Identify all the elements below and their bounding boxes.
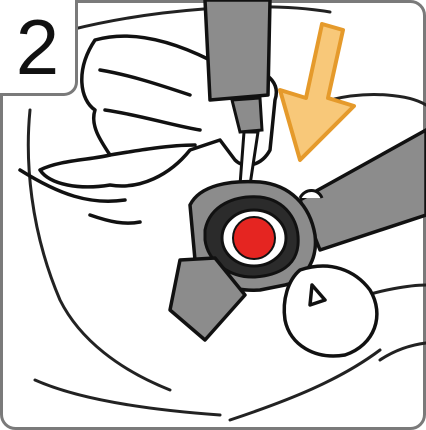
release-button-icon bbox=[233, 217, 275, 259]
step-number: 2 bbox=[16, 8, 59, 86]
step-number-box: 2 bbox=[0, 0, 78, 96]
